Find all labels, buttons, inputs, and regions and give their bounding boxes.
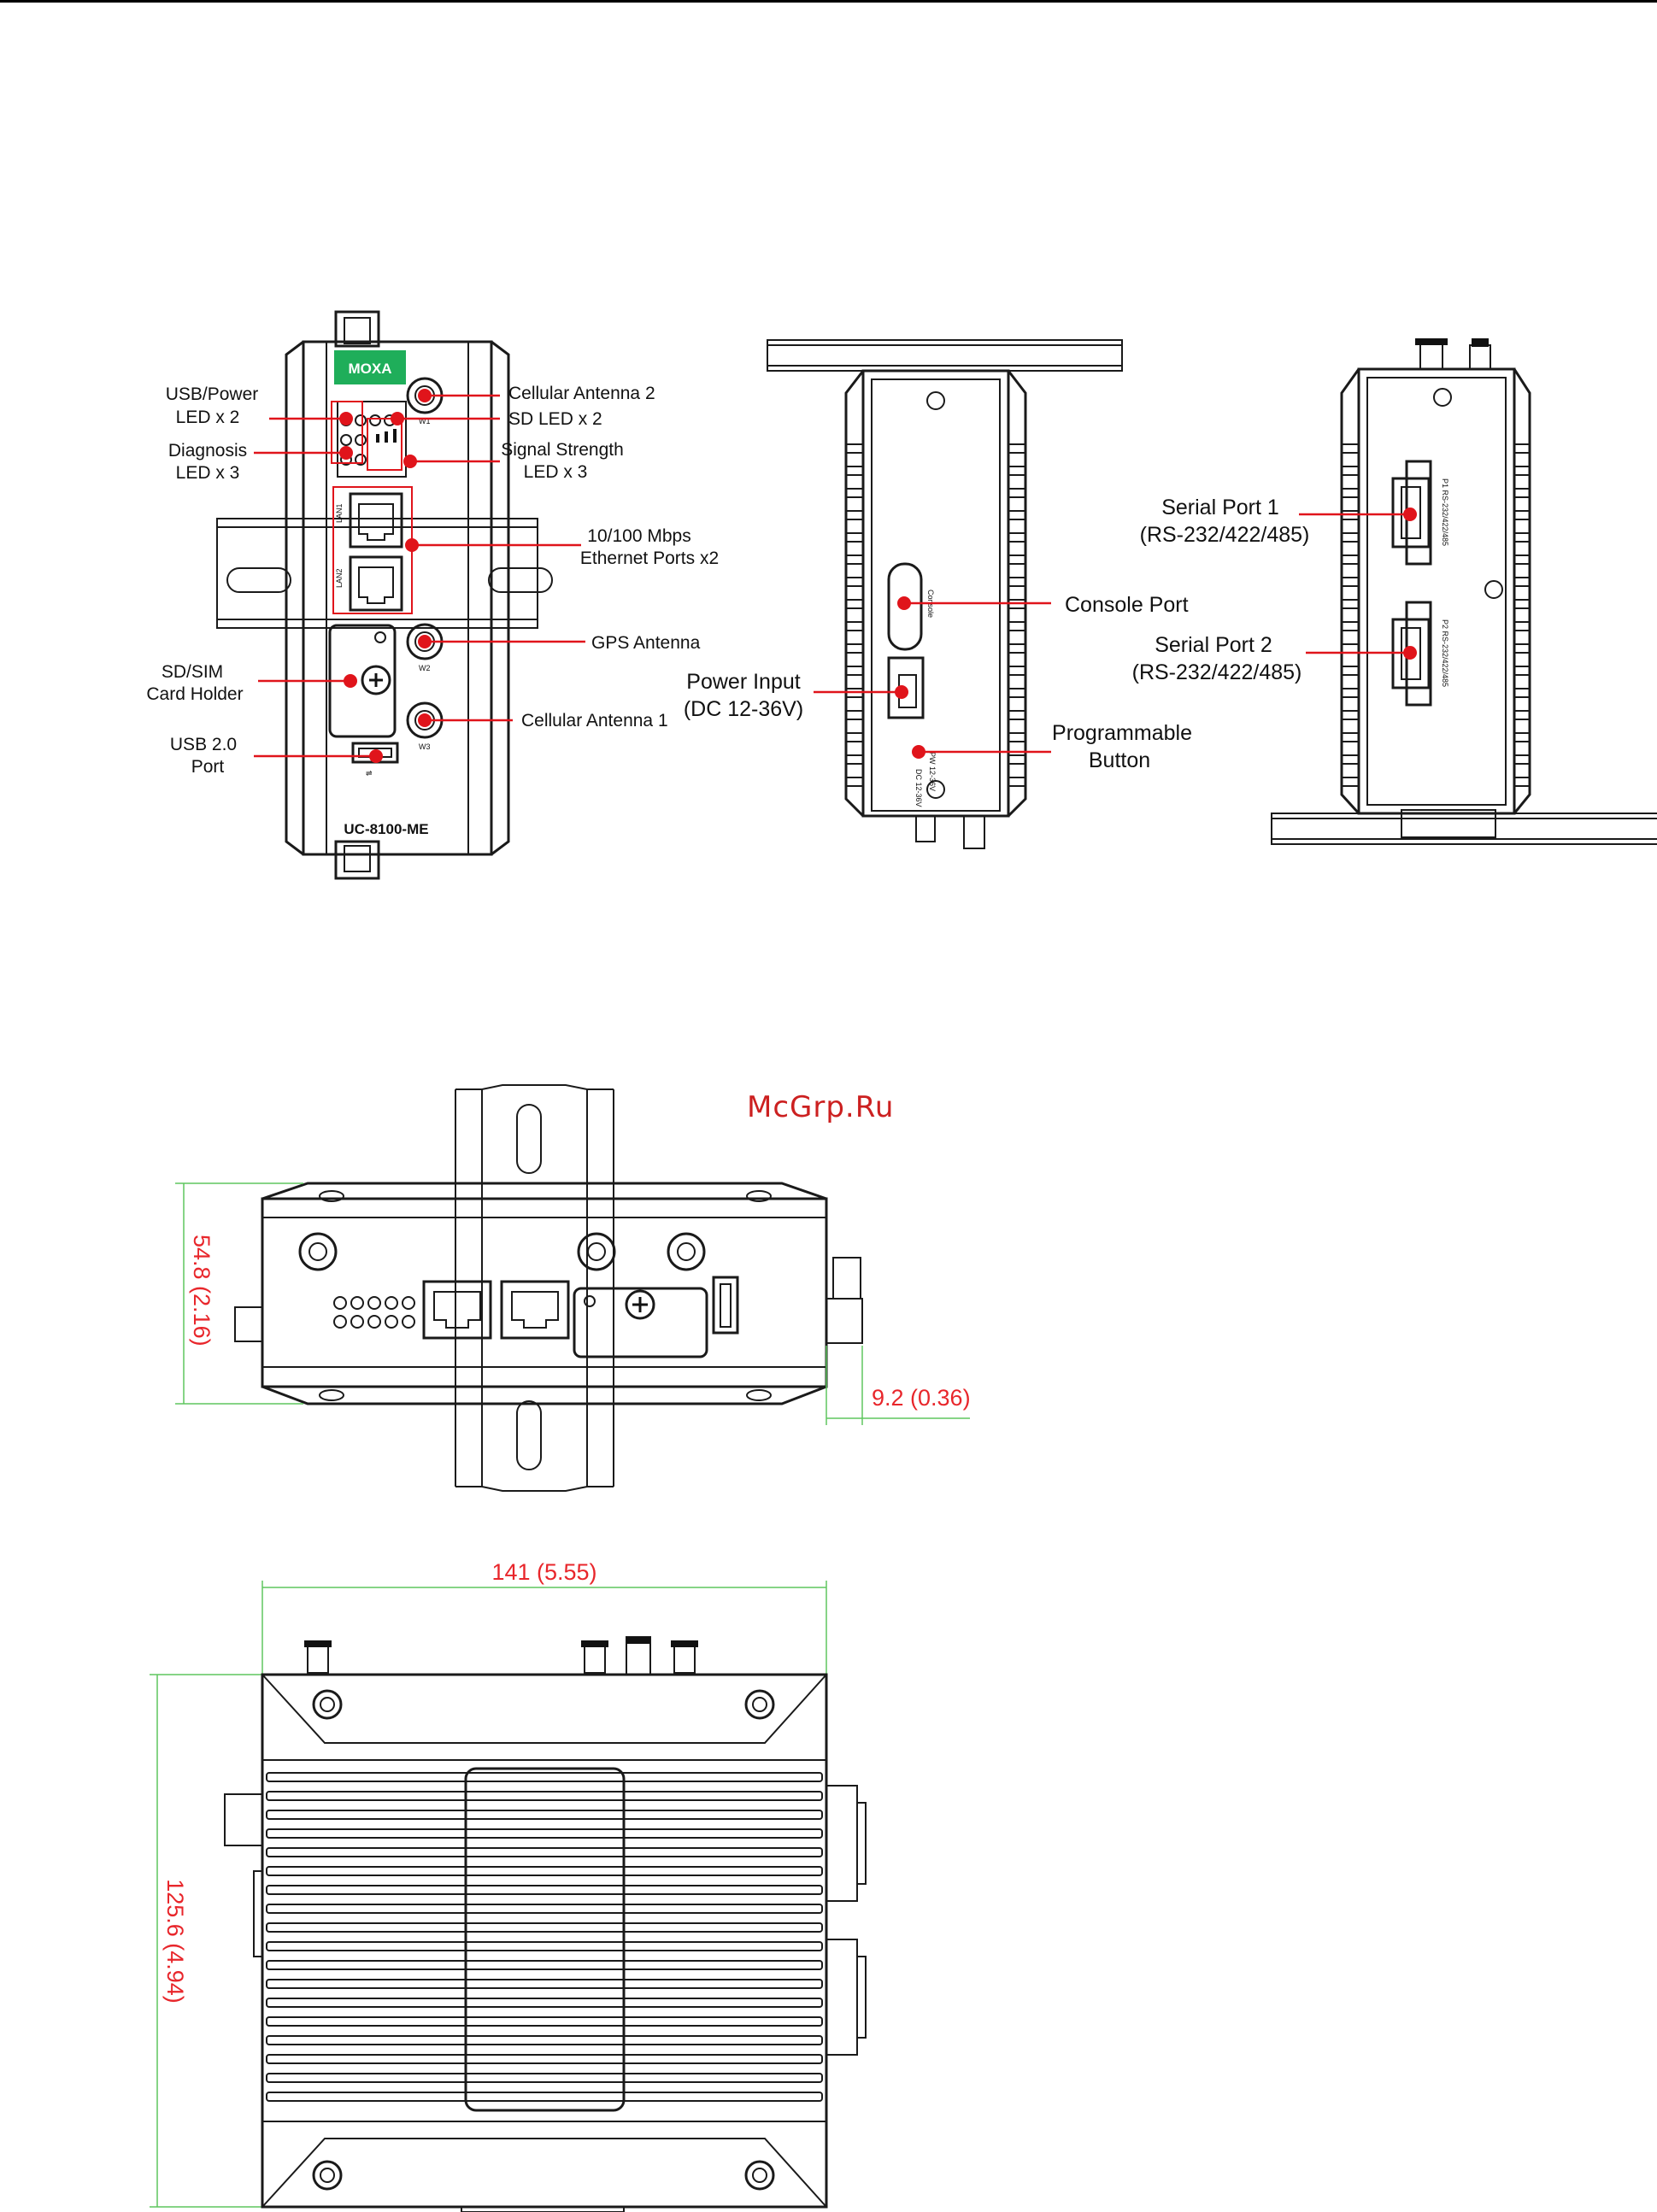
front-view: MOXA W1 LAN1 LAN2 — [146, 310, 719, 880]
svg-text:P2 RS-232/422/485: P2 RS-232/422/485 — [1441, 619, 1449, 687]
usb-power-led-label: USB/Power — [166, 384, 259, 404]
programmable-button-label: Programmable — [1052, 721, 1192, 745]
svg-text:W2: W2 — [419, 664, 431, 672]
serial-port-2-label-2: (RS-232/422/485) — [1132, 660, 1302, 684]
watermark: McGrp.Ru — [747, 1090, 894, 1124]
power-input-label: Power Input — [686, 670, 800, 694]
bottom-view: Console PW 12-36V DC 12-36V Console Port… — [684, 339, 1192, 849]
svg-text:W3: W3 — [419, 742, 431, 751]
brand-text: MOXA — [349, 361, 392, 377]
ethernet-port-lan2 — [349, 555, 403, 612]
diagnosis-led-label: Diagnosis — [168, 441, 247, 461]
signal-strength-label-2: LED x 3 — [524, 462, 588, 482]
moxa-logo — [334, 350, 406, 384]
power-input-terminal — [887, 656, 925, 719]
dimension-width: 141 (5.55) — [491, 1559, 596, 1585]
bottom-view-fins — [846, 443, 1025, 787]
dimension-din-offset: 9.2 (0.36) — [872, 1385, 971, 1411]
ethernet-label: 10/100 Mbps — [587, 526, 690, 546]
din-rail-front — [216, 518, 553, 629]
diagnosis-led-label-2: LED x 3 — [176, 463, 240, 483]
top-view-fins — [1342, 443, 1530, 787]
sd-sim-label-2: Card Holder — [146, 684, 243, 704]
dimension-depth: 125.6 (4.94) — [162, 1879, 188, 2004]
programmable-button-label-2: Button — [1089, 748, 1150, 772]
sd-led-label: SD LED x 2 — [508, 409, 602, 429]
serial-port-1-label-2: (RS-232/422/485) — [1140, 523, 1310, 547]
svg-text:DC 12-36V: DC 12-36V — [914, 769, 923, 807]
front-dimension-view: 54.8 (2.16) 9.2 (0.36) — [175, 1084, 971, 1492]
gps-antenna-label: GPS Antenna — [591, 633, 701, 653]
heatsink-fins — [266, 1772, 823, 2102]
top-dimension-view: 141 (5.55) 125.6 (4.94) — [150, 1559, 867, 2212]
serial-port-1-label: Serial Port 1 — [1161, 496, 1279, 519]
cellular-antenna-2-label: Cellular Antenna 2 — [508, 384, 655, 403]
svg-text:PW 12-36V: PW 12-36V — [928, 752, 937, 791]
signal-strength-label: Signal Strength — [501, 440, 624, 460]
serial-port-2-label: Serial Port 2 — [1155, 633, 1272, 657]
svg-text:W1: W1 — [419, 417, 431, 425]
usb-power-led-label-2: LED x 2 — [176, 408, 240, 427]
usb-port-label: USB 2.0 — [170, 735, 237, 754]
svg-text:⇌: ⇌ — [366, 769, 373, 777]
top-view: P1 RS-232/422/485 P2 RS-232/422/485 Seri… — [1132, 338, 1657, 845]
sd-sim-label: SD/SIM — [162, 662, 223, 682]
dimension-height-front: 54.8 (2.16) — [189, 1235, 214, 1347]
console-port — [887, 562, 923, 651]
usb-port-label-2: Port — [191, 757, 225, 777]
model-label: UC-8100-ME — [344, 821, 428, 837]
ethernet-label-2: Ethernet Ports x2 — [580, 549, 719, 568]
svg-text:LAN1: LAN1 — [335, 503, 344, 523]
console-port-label: Console Port — [1065, 593, 1189, 617]
power-input-label-2: (DC 12-36V) — [684, 697, 803, 721]
ethernet-port-lan1 — [349, 492, 403, 549]
svg-text:LAN2: LAN2 — [335, 568, 344, 588]
svg-text:P1 RS-232/422/485: P1 RS-232/422/485 — [1441, 478, 1449, 546]
cellular-antenna-1-label: Cellular Antenna 1 — [521, 711, 668, 730]
